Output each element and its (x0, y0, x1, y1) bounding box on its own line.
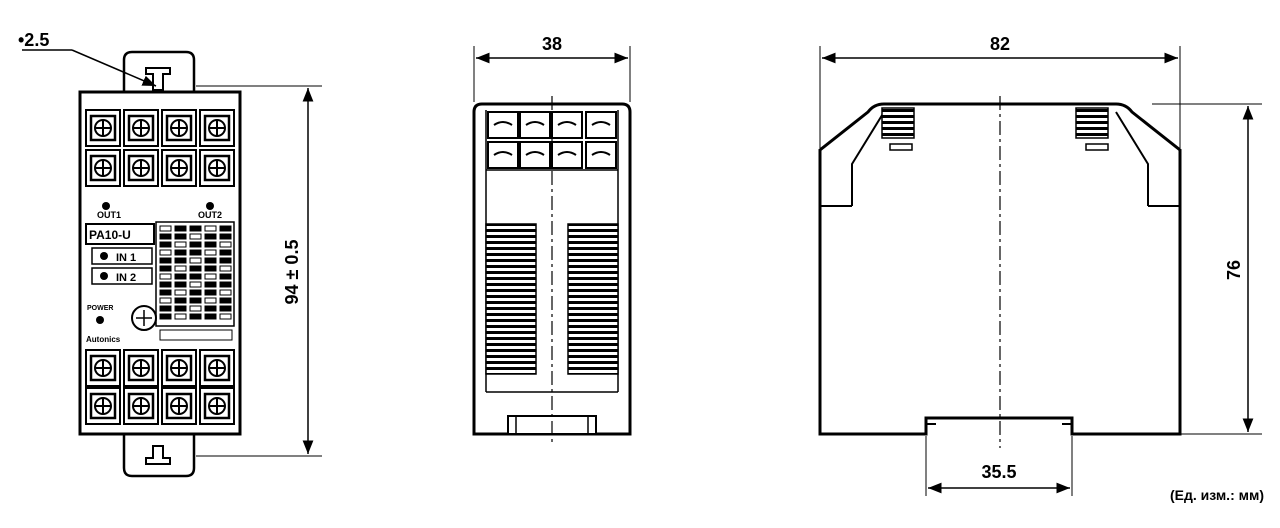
terminal-screw-icon (123, 149, 159, 187)
terminal-recess-icon (487, 111, 519, 139)
brand-label: Autonics (86, 335, 121, 344)
out1-label: OUT1 (97, 210, 121, 220)
dip-switch-panel (159, 225, 232, 320)
terminal-recess-icon (585, 141, 617, 169)
terminal-screw-icon (123, 109, 159, 147)
side-terminals (487, 111, 617, 169)
terminal-screw-icon (85, 149, 121, 187)
front-view: OUT1 OUT2 PA10-U IN 1 IN 2 POWER Autonic… (18, 30, 322, 478)
power-label: POWER (87, 305, 113, 312)
hole-diameter-label: •2.5 (18, 30, 49, 50)
out2-label: OUT2 (198, 210, 222, 220)
terminal-screw-icon (85, 109, 121, 147)
terminal-screw-icon (161, 149, 197, 187)
end-view: 82 76 35.5 (818, 34, 1262, 496)
terminal-screw-icon (161, 109, 197, 147)
terminal-screw-icon (85, 349, 121, 387)
terminal-recess-icon (519, 141, 551, 169)
terminal-screw-icon (199, 387, 235, 425)
terminal-block-bottom (85, 349, 235, 425)
terminal-screw-icon (199, 109, 235, 147)
in1-label: IN 1 (116, 252, 136, 264)
terminal-screw-icon (161, 349, 197, 387)
side-view: 38 (472, 34, 632, 442)
in2-label: IN 2 (116, 272, 136, 284)
terminal-recess-icon (585, 111, 617, 139)
terminal-screw-icon (199, 349, 235, 387)
height-dimension-label: 94 ± 0.5 (282, 240, 302, 305)
terminal-recess-icon (551, 111, 583, 139)
terminal-recess-icon (487, 141, 519, 169)
terminal-screw-icon (85, 387, 121, 425)
model-label: PA10-U (89, 228, 131, 242)
terminal-screw-icon (123, 349, 159, 387)
units-note: (Ед. изм.: мм) (1170, 487, 1264, 503)
terminal-screw-icon (199, 149, 235, 187)
terminal-screw-icon (161, 387, 197, 425)
side-width-label: 38 (542, 34, 562, 54)
terminal-recess-icon (519, 111, 551, 139)
terminal-recess-icon (551, 141, 583, 169)
rail-width-label: 35.5 (981, 462, 1016, 482)
terminal-screw-icon (123, 387, 159, 425)
end-height-label: 76 (1224, 260, 1244, 280)
terminal-block-top (85, 109, 235, 187)
end-width-label: 82 (990, 34, 1010, 54)
